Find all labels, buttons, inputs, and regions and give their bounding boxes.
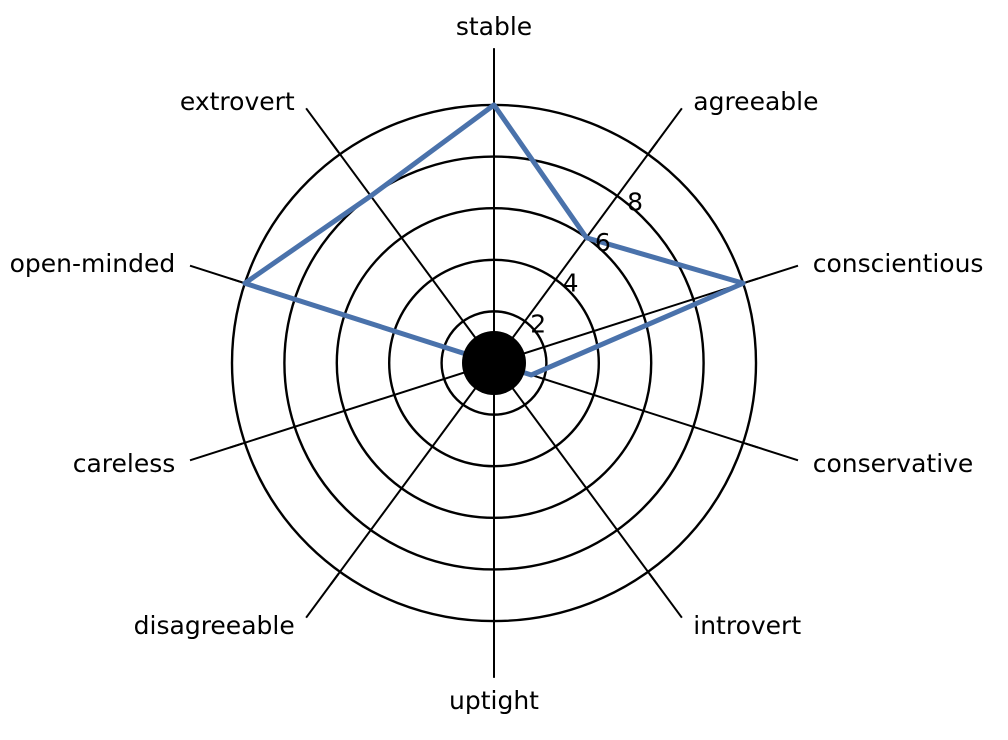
leader-line-agreeable [648,107,683,153]
center-marker-group [462,331,526,395]
axis-label-open-minded: open-minded [10,249,176,278]
axis-spoke-careless [229,362,495,449]
center-marker-dot [462,331,526,395]
axis-spokes-group [229,89,759,637]
leader-line-careless [189,442,243,462]
axis-spoke-conservative [493,362,759,449]
axis-label-conservative: conservative [813,449,974,478]
axis-spoke-introvert [493,362,659,585]
leader-lines-group [189,48,799,678]
axis-label-disagreeable: disagreeable [134,611,295,640]
leader-line-disagreeable [305,573,340,619]
axis-label-careless: careless [73,449,176,478]
radial-tick-label-8: 8 [627,187,643,216]
axis-spoke-conscientious [493,277,759,364]
axis-label-uptight: uptight [449,686,539,715]
axis-label-introvert: introvert [693,611,801,640]
leader-line-conscientious [745,264,799,284]
axis-label-extrovert: extrovert [180,87,295,116]
axis-spoke-extrovert [329,141,495,364]
radial-tick-label-6: 6 [595,228,611,257]
leader-line-extrovert [305,107,340,153]
radial-tick-label-2: 2 [530,309,546,338]
axis-label-conscientious: conscientious [813,249,984,278]
axis-spoke-agreeable [493,141,659,364]
leader-line-introvert [648,573,683,619]
leader-line-conservative [745,442,799,462]
axis-labels-group: stable agreeable conscientious conservative… [10,12,984,715]
radial-tick-label-4: 4 [563,269,579,298]
axis-spoke-disagreeable [329,362,495,585]
axis-label-agreeable: agreeable [693,87,818,116]
leader-line-open-minded [189,264,243,284]
axis-label-stable: stable [456,12,532,41]
